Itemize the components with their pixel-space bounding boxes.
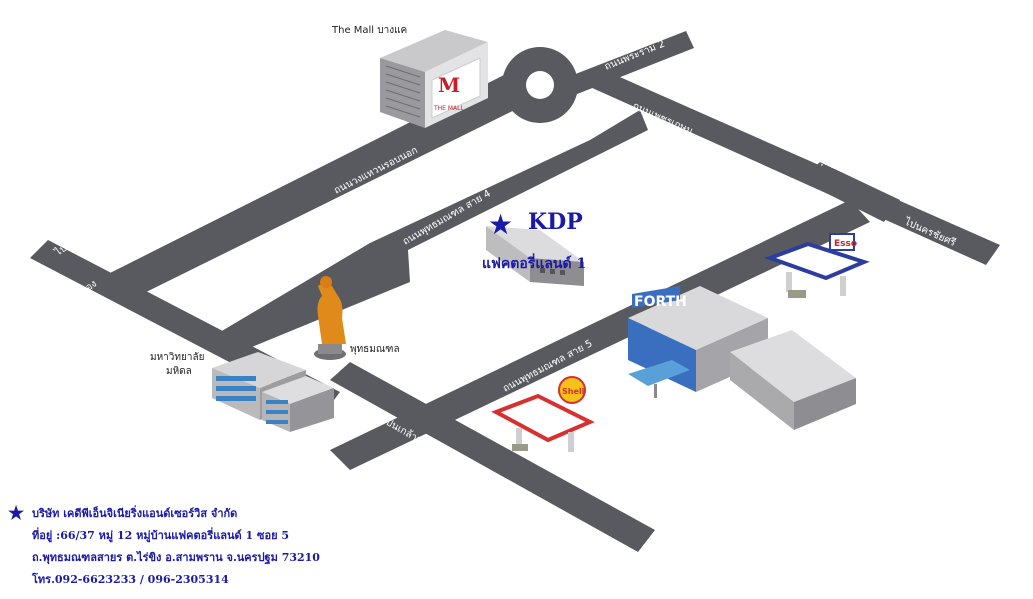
mall-logo: M [438, 73, 460, 97]
buddha-statue [314, 276, 346, 360]
star-icon: ★ [8, 503, 25, 524]
kdp-title: KDP [528, 209, 583, 235]
forth-building: FORTH [628, 286, 856, 430]
university-label-line2: มหิดล [166, 366, 192, 377]
kdp-factory [486, 226, 584, 286]
phone-line: โทร.092-6623233 / 096-2305314 [32, 573, 229, 586]
road-phutthamonthon5 [330, 200, 870, 470]
road-phutthamonthon4 [210, 110, 648, 356]
esso-sign: Esso [834, 239, 857, 249]
company-name: บริษัท เคดีพีเอ็นจิเนียริ่งแอนด์เซอร์วิส… [32, 507, 238, 520]
buddha-label: พุทธมณฑล [350, 344, 400, 355]
road-phetkasem [590, 70, 1000, 265]
mall-sign: THE MALL [433, 105, 464, 112]
mahidol-university-buildings [212, 352, 334, 432]
road-label-to-pinklao: ไปปิ่นเกล้า [51, 221, 97, 259]
address-line2: ถ.พุทธมณฑลสายร ต.ไร่ขิง อ.สามพราน จ.นครป… [32, 551, 320, 564]
road-label-to-bangbuathong: ไปบางบัวทอง [44, 277, 99, 321]
road-kanchanaphisek [108, 72, 545, 300]
company-address: ★ บริษัท เคดีพีเอ็นจิเนียริ่งแอนด์เซอร์วิ… [8, 503, 528, 591]
road-nakhonchaisi-link [800, 162, 900, 222]
university-label-line1: มหาวิทยาลัย [150, 352, 204, 363]
road-network [30, 31, 1000, 552]
mall-label: The Mall บางแค [331, 25, 407, 36]
esso-station: Esso [764, 233, 870, 298]
road-rama2 [560, 31, 694, 96]
address-line1: ที่อยู่ :66/37 หมู่ 12 หมู่บ้านแฟคตอรี่แ… [32, 529, 290, 542]
road-pinklao-nakhonchaisi [330, 362, 655, 552]
shell-station: Shell [491, 376, 595, 452]
company-name-line: ★ บริษัท เคดีพีเอ็นจิเนียริ่งแอนด์เซอร์วิ… [8, 503, 528, 525]
shell-sign: Shell [562, 387, 585, 396]
road-label-phutthamonthon4: ถนนพุทธมณฑล สาย 4 [401, 188, 493, 247]
kdp-subtitle: แฟคตอรี่แลนด์ 1 [482, 253, 586, 272]
star-icon: ★ [488, 208, 513, 241]
forth-sign: FORTH [634, 294, 687, 310]
the-mall-building: M THE MALL [380, 30, 488, 128]
roundabout-center [526, 71, 554, 99]
